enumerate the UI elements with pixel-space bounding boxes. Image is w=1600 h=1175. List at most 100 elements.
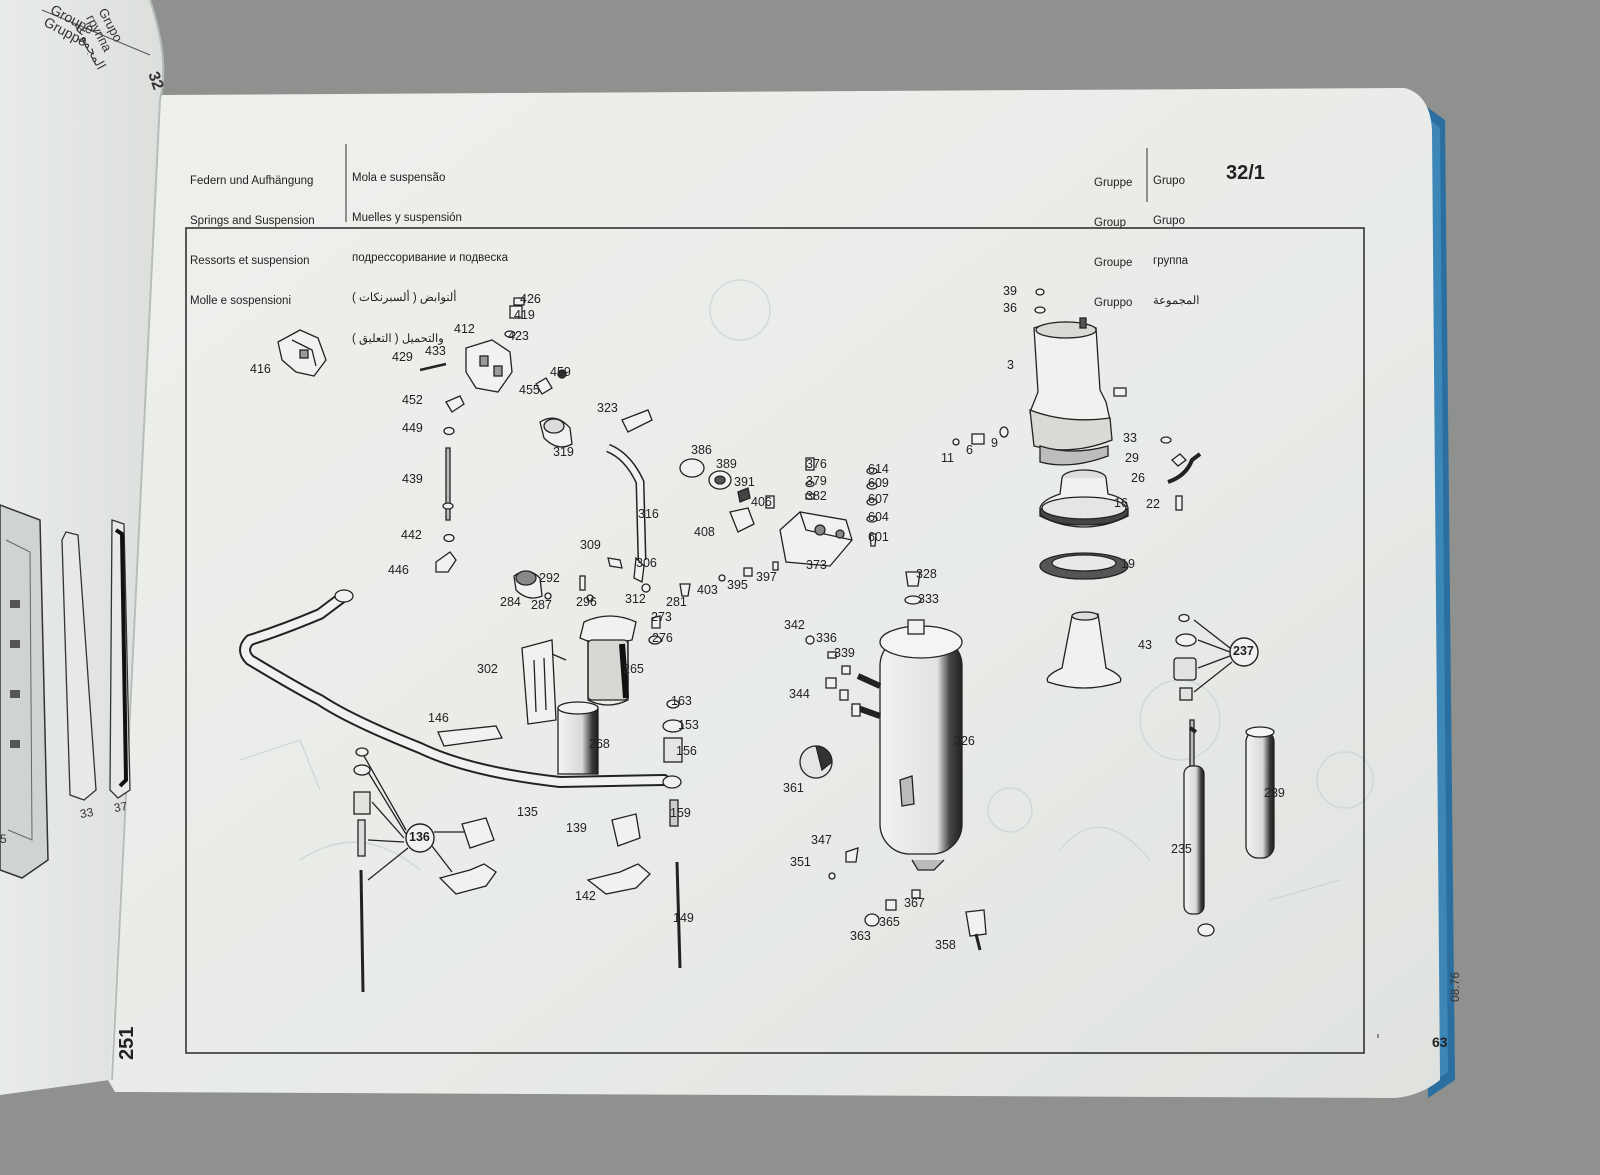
part-number-label: 395	[727, 578, 748, 592]
part-number-label: 156	[676, 744, 697, 758]
title-ar-1: ألنوابض ( ألسبرنكات )	[352, 292, 457, 305]
part-number-label: 142	[575, 889, 596, 903]
part-number-label: 6	[966, 443, 973, 457]
part-number-label: 439	[402, 472, 423, 486]
part-number-label: 326	[954, 734, 975, 748]
group-words-left: Gruppe Group Groupe Gruppo	[1094, 150, 1132, 324]
part-number-label: 139	[566, 821, 587, 835]
callout-number-label: 237	[1233, 644, 1254, 658]
group-number: 32/1	[1226, 162, 1265, 184]
part-number-label: 347	[811, 833, 832, 847]
part-number-label: 333	[918, 592, 939, 606]
part-number-label: 33	[1123, 431, 1137, 445]
part-number-label: 379	[806, 474, 827, 488]
part-number-label: 26	[1131, 471, 1145, 485]
part-number-label: 239	[1264, 786, 1285, 800]
part-number-label: 408	[694, 525, 715, 539]
part-number-label: 351	[790, 855, 811, 869]
part-number-label: 423	[508, 329, 529, 343]
title-it: Molle e sospensioni	[190, 295, 292, 308]
title-pt: Mola e suspensão	[352, 171, 446, 184]
title-ar-2: والتحميل ( التعليق )	[352, 332, 444, 345]
part-number-label: 11	[941, 451, 954, 465]
part-number-label: 419	[514, 308, 535, 322]
part-number-label: 312	[625, 592, 646, 606]
part-number-label: 302	[477, 662, 498, 676]
part-number-label: 455	[519, 383, 540, 397]
part-number-label: 607	[868, 492, 889, 506]
part-number-label: 339	[834, 646, 855, 660]
part-number-label: 146	[428, 711, 449, 725]
part-number-label: 373	[806, 558, 827, 572]
part-number-label: 609	[868, 476, 889, 490]
part-number-label: 344	[789, 687, 810, 701]
part-number-label: 328	[916, 567, 937, 581]
part-number-label: 153	[678, 718, 699, 732]
part-number-label: 323	[597, 401, 618, 415]
section-title-left: Federn und Aufhängung Springs and Suspen…	[190, 148, 315, 322]
title-ru: подрессоривание и подвеска	[352, 252, 508, 265]
part-number-label: 336	[816, 631, 837, 645]
part-number-label: 36	[1003, 301, 1017, 315]
title-de: Federn und Aufhängung	[190, 174, 314, 187]
group-word: Grupo	[1153, 174, 1185, 187]
group-words-right: Grupo Grupo группа المجموعة	[1153, 148, 1199, 322]
callout-number-label: 136	[409, 830, 430, 844]
group-word: المجموعة	[1153, 295, 1200, 308]
left-page-number: 251	[116, 1026, 138, 1060]
left-label-33: 33	[78, 804, 95, 822]
section-title-right: Mola e suspensão Muelles y suspensión по…	[352, 145, 508, 360]
part-number-label: 39	[1003, 284, 1017, 298]
part-number-label: 363	[850, 929, 871, 943]
part-number-label: 281	[666, 595, 687, 609]
part-number-label: 9	[991, 436, 998, 450]
part-number-label: 389	[716, 457, 737, 471]
part-number-label: 433	[425, 344, 446, 358]
part-number-label: 601	[868, 530, 889, 544]
part-number-label: 452	[402, 393, 423, 407]
part-number-label: 22	[1146, 497, 1160, 511]
part-number-label: 449	[402, 421, 423, 435]
part-number-label: 397	[756, 570, 777, 584]
group-word: Group	[1094, 217, 1126, 230]
part-number-label: 163	[671, 694, 692, 708]
part-number-label: 135	[517, 805, 538, 819]
part-number-label: 319	[553, 445, 574, 459]
part-number-label: 287	[531, 598, 552, 612]
part-number-label: 342	[784, 618, 805, 632]
part-number-label: 604	[868, 510, 889, 524]
title-en: Springs and Suspension	[190, 215, 315, 228]
part-number-label: 614	[868, 462, 889, 476]
part-number-label: 442	[401, 528, 422, 542]
part-number-label: 429	[392, 350, 413, 364]
part-number-label: 16	[1114, 496, 1128, 510]
part-number-label: 376	[806, 457, 827, 471]
part-number-label: 265	[623, 662, 644, 676]
part-number-label: 403	[697, 583, 718, 597]
group-word: Groupe	[1094, 257, 1133, 270]
part-number-label: 309	[580, 538, 601, 552]
part-number-label: 284	[500, 595, 521, 609]
group-word: группа	[1153, 255, 1189, 268]
page-number: 63	[1432, 1034, 1448, 1050]
part-number-label: 273	[651, 610, 672, 624]
title-fr: Ressorts et suspension	[190, 255, 310, 268]
part-number-label: 367	[904, 896, 925, 910]
part-number-label: 391	[734, 475, 755, 489]
part-number-label: 149	[673, 911, 694, 925]
part-number-label: 382	[806, 489, 827, 503]
part-number-label: 459	[550, 365, 571, 379]
part-number-label: 268	[589, 737, 610, 751]
part-number-label: 306	[636, 556, 657, 570]
part-number-label: 276	[652, 631, 673, 645]
part-number-label: 412	[454, 322, 475, 336]
part-number-label: 358	[935, 938, 956, 952]
part-number-label: 235	[1171, 842, 1192, 856]
part-number-label: 296	[576, 595, 597, 609]
title-es: Muelles y suspensión	[352, 212, 462, 225]
part-number-label: 3	[1007, 358, 1014, 372]
part-number-label: 446	[388, 563, 409, 577]
left-label-37: 37	[112, 798, 129, 816]
part-number-label: 426	[520, 292, 541, 306]
